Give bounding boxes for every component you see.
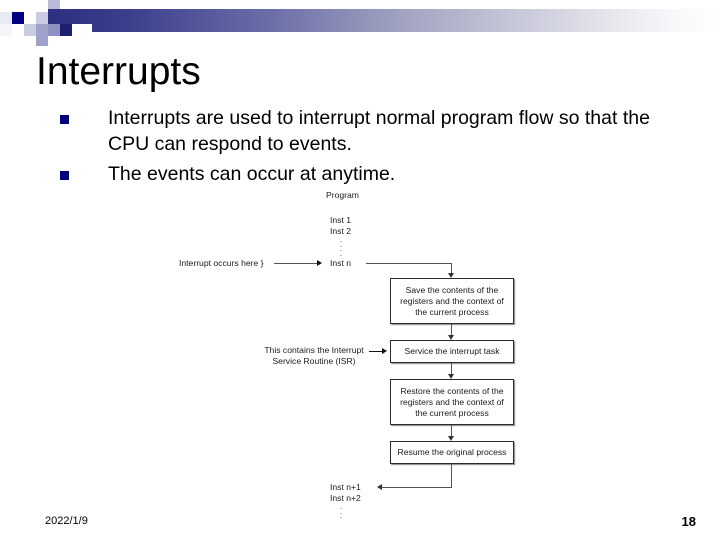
header-square [0, 12, 12, 24]
return-arrow-icon [377, 483, 382, 490]
header-square [24, 24, 36, 36]
header-square [0, 24, 12, 36]
instruction-label: Inst 1 [330, 215, 352, 225]
footer-page-number: 18 [681, 514, 696, 529]
interrupt-connector-line [274, 263, 318, 264]
flow-line [451, 363, 452, 375]
isr-annotation-line1: This contains the Interrupt [264, 345, 364, 355]
header-square [12, 24, 24, 36]
list-item: The events can occur at anytime. [60, 161, 680, 187]
header-square [36, 0, 48, 12]
bullet-text: The events can occur at anytime. [108, 163, 396, 185]
interrupt-occurs-label: Interrupt occurs here } [179, 258, 264, 268]
flow-arrow-icon [448, 335, 454, 340]
process-box-service: Service the interrupt task [390, 340, 514, 363]
process-box-label: Restore the contents of the registers an… [400, 385, 504, 418]
program-heading: Program [326, 190, 359, 200]
header-square [12, 0, 24, 12]
interrupt-flow-diagram: Program Inst 1 Inst 2 .... Inst n Interr… [170, 190, 550, 519]
header-square [60, 24, 72, 36]
square-bullet-icon [60, 115, 69, 124]
flow-arrow-icon [448, 374, 454, 379]
header-square [12, 12, 24, 24]
process-box-label: Resume the original process [397, 447, 507, 457]
bullet-text: Interrupts are used to interrupt normal … [108, 107, 650, 155]
process-box-resume: Resume the original process [390, 441, 514, 464]
header-square [0, 0, 12, 12]
isr-arrow-icon [382, 347, 387, 354]
vertical-ellipsis-icon: ... [339, 502, 343, 520]
header-square [36, 24, 48, 36]
vertical-ellipsis-icon: .... [339, 235, 343, 258]
process-box-restore: Restore the contents of the registers an… [390, 379, 514, 425]
instruction-label: Inst n+2 [330, 493, 361, 503]
header-square [60, 36, 72, 46]
list-item: Interrupts are used to interrupt normal … [60, 105, 680, 157]
flow-line [451, 324, 452, 336]
flow-arrow-icon [448, 273, 454, 278]
process-box-label: Service the interrupt task [404, 346, 500, 356]
header-square [60, 0, 72, 9]
bullet-list: Interrupts are used to interrupt normal … [60, 105, 680, 191]
footer-date: 2022/1/9 [45, 515, 88, 527]
return-line [382, 487, 452, 488]
flow-arrow-icon [448, 436, 454, 441]
isr-annotation-line2: Service Routine (ISR) [272, 355, 356, 366]
header-decoration [0, 0, 720, 46]
flow-line [366, 263, 452, 264]
process-box-label: Save the contents of the registers and t… [400, 284, 504, 317]
header-square [72, 24, 92, 36]
header-square [24, 12, 36, 24]
header-square [48, 0, 60, 9]
isr-annotation: This contains the Interrupt Service Rout… [256, 345, 372, 366]
header-square [24, 0, 36, 12]
header-square [48, 24, 60, 36]
header-square [24, 36, 36, 46]
header-square [36, 36, 48, 46]
page-title: Interrupts [36, 50, 201, 93]
header-square [36, 12, 48, 24]
interrupt-arrow-icon [317, 259, 322, 266]
instruction-label: Inst 2 [330, 226, 352, 236]
square-bullet-icon [60, 171, 69, 180]
header-gradient-bar [46, 9, 720, 32]
isr-connector-line [369, 351, 383, 352]
header-square [48, 36, 60, 46]
return-line [451, 464, 452, 488]
flow-line [451, 263, 452, 274]
instruction-label: Inst n+1 [330, 482, 361, 492]
interrupt-instruction-label: Inst n [330, 258, 352, 268]
process-box-save: Save the contents of the registers and t… [390, 278, 514, 324]
flow-line [451, 425, 452, 437]
